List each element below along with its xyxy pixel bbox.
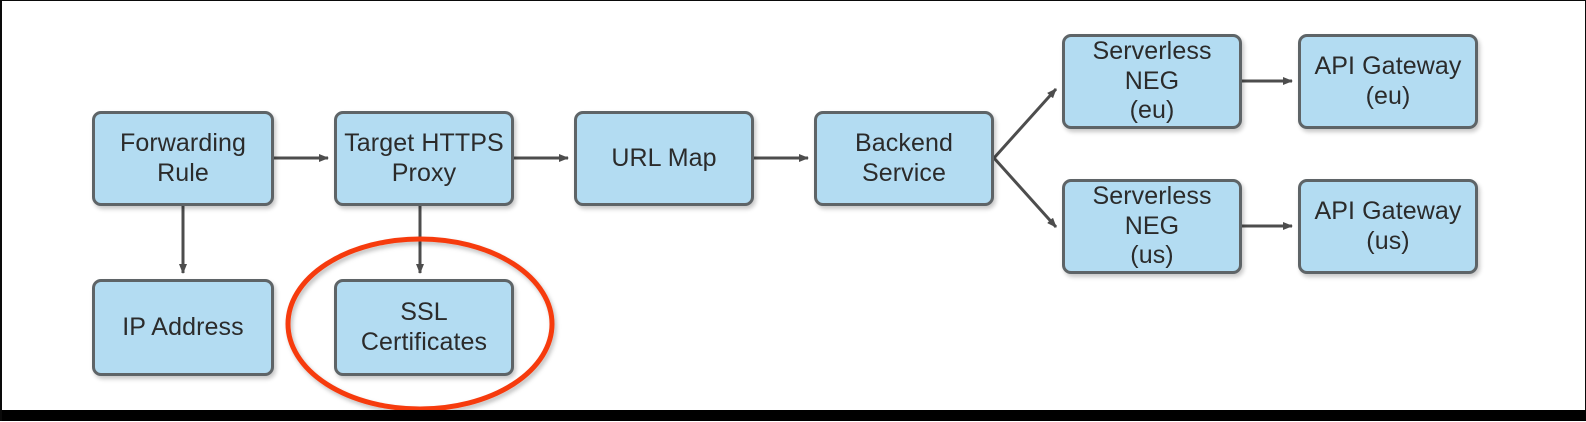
node-serverless-neg-eu[interactable]: Serverless NEG (eu) — [1062, 34, 1242, 129]
edge-backend-to-neg-eu — [992, 87, 1058, 160]
node-backend-service[interactable]: Backend Service — [814, 111, 994, 206]
node-serverless-neg-us[interactable]: Serverless NEG (us) — [1062, 179, 1242, 274]
node-ip-address[interactable]: IP Address — [92, 279, 274, 376]
node-api-gateway-us[interactable]: API Gateway (us) — [1298, 179, 1478, 274]
edge-backend-to-neg-us — [992, 156, 1058, 229]
node-ssl-certificates[interactable]: SSL Certificates — [334, 279, 514, 376]
node-url-map[interactable]: URL Map — [574, 111, 754, 206]
node-forwarding-rule[interactable]: Forwarding Rule — [92, 111, 274, 206]
node-api-gateway-eu[interactable]: API Gateway (eu) — [1298, 34, 1478, 129]
bottom-letterbox-strip — [2, 410, 1586, 421]
node-target-https-proxy[interactable]: Target HTTPS Proxy — [334, 111, 514, 206]
